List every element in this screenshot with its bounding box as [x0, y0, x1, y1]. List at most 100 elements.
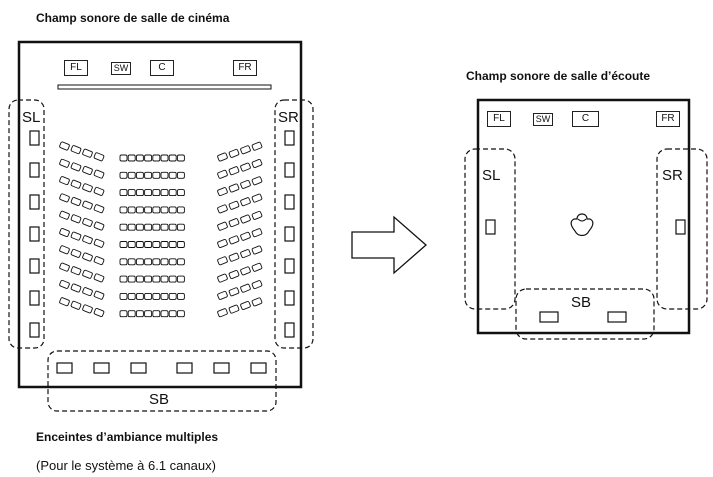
cinema-seat: [93, 152, 105, 162]
cinema-c-speaker: C: [150, 60, 174, 76]
cinema-seat: [144, 310, 153, 318]
cinema-seat: [70, 197, 82, 206]
cinema-seat: [217, 239, 228, 248]
cinema-seat: [144, 171, 153, 179]
cinema-seat: [176, 292, 185, 300]
cinema-seat: [135, 241, 144, 248]
cinema-seat: [144, 206, 153, 214]
cinema-seat: [119, 206, 128, 214]
cinema-seat: [168, 241, 177, 248]
cinema-seat: [59, 158, 70, 168]
cinema-seat: [217, 152, 228, 162]
cinema-seat: [176, 310, 185, 318]
cinema-sl-group: [8, 99, 45, 349]
cinema-seat: [82, 183, 93, 193]
room-sw-speaker: SW: [533, 113, 553, 126]
cinema-sl-label: SL: [22, 109, 41, 126]
cinema-seat: [168, 310, 177, 318]
cinema-seat: [135, 189, 144, 197]
cinema-seat: [228, 304, 240, 314]
cinema-seat: [168, 189, 177, 197]
cinema-sb-label: SB: [149, 391, 170, 408]
cinema-seat: [59, 297, 70, 307]
cinema-seat: [152, 310, 161, 318]
cinema-seat: [70, 266, 82, 276]
cinema-seat: [240, 179, 251, 189]
cinema-seat: [228, 235, 240, 245]
cinema-seat: [176, 258, 185, 266]
cinema-seat: [127, 171, 136, 179]
cinema-sr-group: [274, 99, 314, 349]
cinema-seat: [59, 245, 70, 255]
cinema-seat: [135, 292, 144, 300]
cinema-seat: [240, 145, 251, 155]
cinema-seat: [228, 166, 240, 176]
cinema-sr-speaker: [284, 322, 295, 338]
cinema-seat: [144, 275, 153, 283]
cinema-seat: [251, 141, 263, 151]
cinema-seat: [127, 189, 136, 197]
cinema-seat: [70, 300, 82, 310]
cinema-seat: [127, 292, 136, 300]
cinema-sl-speaker: [29, 226, 40, 242]
cinema-sl-speaker: [29, 130, 40, 146]
cinema-seat: [228, 148, 240, 158]
cinema-seat: [160, 275, 169, 283]
cinema-sl-speaker: [29, 162, 40, 178]
cinema-seat: [93, 221, 105, 231]
cinema-seat: [240, 249, 251, 259]
cinema-seat: [119, 223, 128, 231]
cinema-seat: [160, 189, 169, 197]
cinema-seat: [152, 223, 161, 231]
cinema-seat: [119, 241, 128, 248]
room-sb-speaker-left: [539, 311, 559, 323]
cinema-seat: [251, 176, 263, 186]
cinema-seat: [127, 275, 136, 283]
cinema-seat: [152, 206, 161, 214]
cinema-seat: [127, 223, 136, 231]
cinema-seat: [119, 258, 128, 266]
cinema-seat: [82, 235, 93, 245]
cinema-seat: [160, 310, 169, 318]
cinema-caption: Enceintes d’ambiance multiples: [36, 430, 219, 444]
listener-head-icon: [570, 213, 594, 237]
cinema-seat: [168, 206, 177, 214]
cinema-seat: [59, 210, 70, 220]
cinema-seat: [70, 214, 82, 224]
cinema-seat: [82, 252, 93, 262]
cinema-seat: [168, 258, 177, 266]
cinema-seat: [82, 287, 93, 297]
cinema-seat: [160, 206, 169, 214]
cinema-seat: [160, 223, 169, 231]
cinema-seat: [168, 171, 177, 179]
cinema-seat: [82, 166, 93, 175]
cinema-seat: [152, 275, 161, 283]
cinema-sr-speaker: [284, 130, 295, 146]
cinema-sl-speaker: [29, 322, 40, 338]
arrow-right-icon: [351, 215, 427, 275]
cinema-sr-speaker: [284, 162, 295, 178]
room-fr-speaker: FR: [656, 111, 680, 127]
room-title: Champ sonore de salle d’écoute: [466, 69, 651, 83]
cinema-seat: [160, 154, 169, 162]
cinema-subcaption: (Pour le système à 6.1 canaux): [36, 458, 216, 473]
cinema-seat: [228, 183, 240, 193]
cinema-sb-speaker: [93, 362, 110, 374]
cinema-title: Champ sonore de salle de cinéma: [36, 11, 230, 25]
cinema-seat: [135, 223, 144, 231]
cinema-seat: [127, 310, 136, 318]
cinema-seat: [240, 197, 251, 207]
cinema-seat: [59, 176, 70, 186]
cinema-sb-speaker: [176, 362, 193, 374]
cinema-seat: [70, 283, 82, 293]
cinema-sl-speaker: [29, 290, 40, 306]
cinema-seat: [93, 290, 105, 300]
cinema-seat: [176, 275, 185, 283]
cinema-seat: [144, 189, 153, 197]
cinema-seat: [168, 275, 177, 283]
cinema-seat: [144, 292, 153, 300]
cinema-seat: [59, 193, 70, 203]
cinema-seat: [228, 252, 240, 262]
cinema-seat: [240, 283, 251, 293]
room-fl-speaker: FL: [487, 111, 511, 127]
